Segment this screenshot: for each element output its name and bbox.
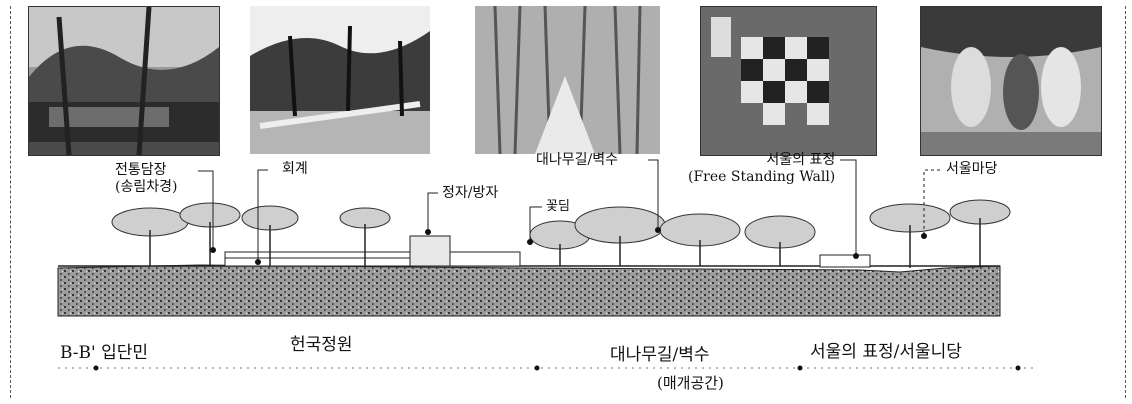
- seoul-wall-structure: [819, 254, 871, 268]
- caption-bamboo-path: 대나무길/벽수: [610, 345, 710, 365]
- label-bamboo-path: 대나무길/벽수: [536, 152, 618, 168]
- label-pavilion: 정자/방자: [442, 185, 499, 201]
- photo-hoegye: [250, 6, 430, 154]
- drawing-frame: [10, 6, 1126, 398]
- photo-traditional-wall: [28, 6, 220, 156]
- caption-bamboo-sub: (매개공간): [657, 374, 724, 392]
- label-seoul-expression: 서울의 표정 (Free Standing Wall): [688, 152, 836, 185]
- caption-section-id: B-B' 입단민: [60, 343, 149, 363]
- photo-free-standing-wall: [700, 6, 877, 156]
- photo-bamboo-path: [475, 6, 660, 154]
- caption-korean-garden: 헌국정원: [290, 335, 353, 355]
- label-seoul-madang: 서울마당: [946, 161, 998, 177]
- pavilion-structure: [409, 235, 451, 267]
- photo-seoul-madang: [920, 6, 1102, 156]
- ground-section: [57, 264, 1001, 317]
- label-hoegye: 회계: [282, 161, 308, 177]
- label-flower-bed: 꽃딤: [546, 199, 570, 214]
- caption-seoul-expression: 서울의 표정/서울니당: [810, 342, 962, 362]
- label-traditional-wall: 전통담장 (송림차경): [115, 162, 178, 195]
- hoegye-structure: [224, 251, 416, 267]
